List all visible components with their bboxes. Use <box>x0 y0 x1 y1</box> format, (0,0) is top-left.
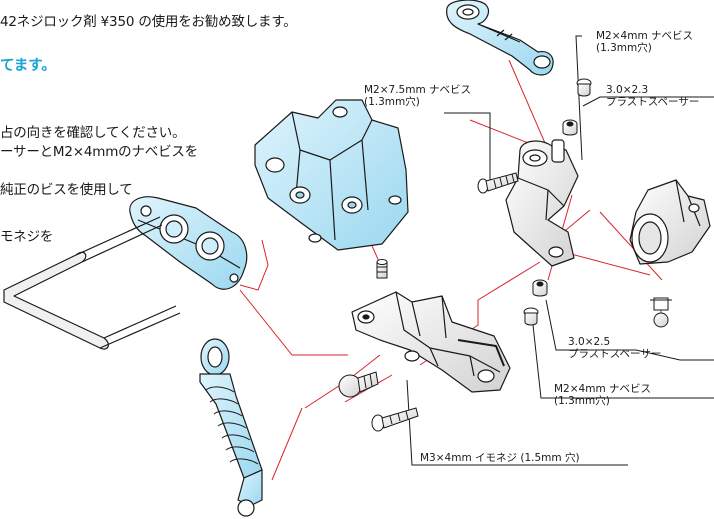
label-spacer-bottom: 3.0×2.5 プラストスペーサー <box>568 336 661 360</box>
ball-stud-icon <box>650 297 672 328</box>
grub-screw-icon <box>376 259 388 279</box>
label-spacer-top-type: プラストスペーサー <box>606 96 700 108</box>
label-m2x4-bottom-hole: (1.3mm穴) <box>554 395 610 407</box>
link-rod-part <box>446 0 554 76</box>
screw-m2x4-bottom-icon <box>523 307 539 326</box>
wire-rod-part <box>3 216 181 350</box>
instruction-line-2: 占の向きを確認してください。 <box>0 125 186 141</box>
label-leaders <box>406 35 714 466</box>
label-m2x4-top-hole: (1.3mm穴) <box>596 42 652 54</box>
long-screw-icon <box>371 407 419 432</box>
label-spacer-top-name: 3.0×2.3 <box>606 84 649 96</box>
label-m3x4: M3×4mm イモネジ (1.5mm 穴) <box>420 452 580 464</box>
spacer-3-0x2-5-icon <box>532 279 548 297</box>
spacer-3-0x2-3-icon <box>562 119 578 136</box>
bulkhead-part <box>254 99 409 251</box>
hub-carrier-part <box>629 179 711 265</box>
steering-knuckle-part <box>505 139 579 267</box>
label-spacer-top: 3.0×2.3 プラストスペーサー <box>606 84 699 108</box>
instruction-line-3: ーサーとM2×4mmのナベビスを <box>0 144 198 160</box>
label-m2x7-5-hole: (1.3mm穴) <box>364 96 420 108</box>
screw-m2x7-5-icon <box>477 172 519 194</box>
label-m2x4-top-name: M2×4mm ナベビス <box>596 30 694 42</box>
label-m2x7-5: M2×7.5mm ナベビス (1.3mm穴) <box>364 84 471 108</box>
label-spacer-bottom-type: プラストスペーサー <box>568 348 662 360</box>
screw-m2x4-top-icon <box>576 78 592 97</box>
instruction-line-5: モネジを <box>0 229 54 245</box>
label-spacer-bottom-name: 3.0×2.5 <box>568 336 611 348</box>
suspension-arm-part <box>129 196 248 290</box>
label-m2x4-bottom-name: M2×4mm ナベビス <box>554 383 652 395</box>
instruction-line-4: 純正のビスを使用して <box>0 182 133 198</box>
shock-absorber-part <box>199 338 263 517</box>
label-m2x7-5-name: M2×7.5mm ナベビス <box>364 84 472 96</box>
instruction-line-1: 42ネジロック剤 ¥350 の使用をお勧め致します。 <box>0 14 297 30</box>
ball-stud-lower-icon <box>338 371 379 398</box>
label-m3x4-name: M3×4mm イモネジ (1.5mm 穴) <box>420 452 580 464</box>
lower-arm-part <box>351 291 511 393</box>
label-m2x4-bottom: M2×4mm ナベビス (1.3mm穴) <box>554 383 651 407</box>
label-m2x4-top: M2×4mm ナベビス (1.3mm穴) <box>596 30 693 54</box>
instruction-note: てます。 <box>0 58 56 74</box>
